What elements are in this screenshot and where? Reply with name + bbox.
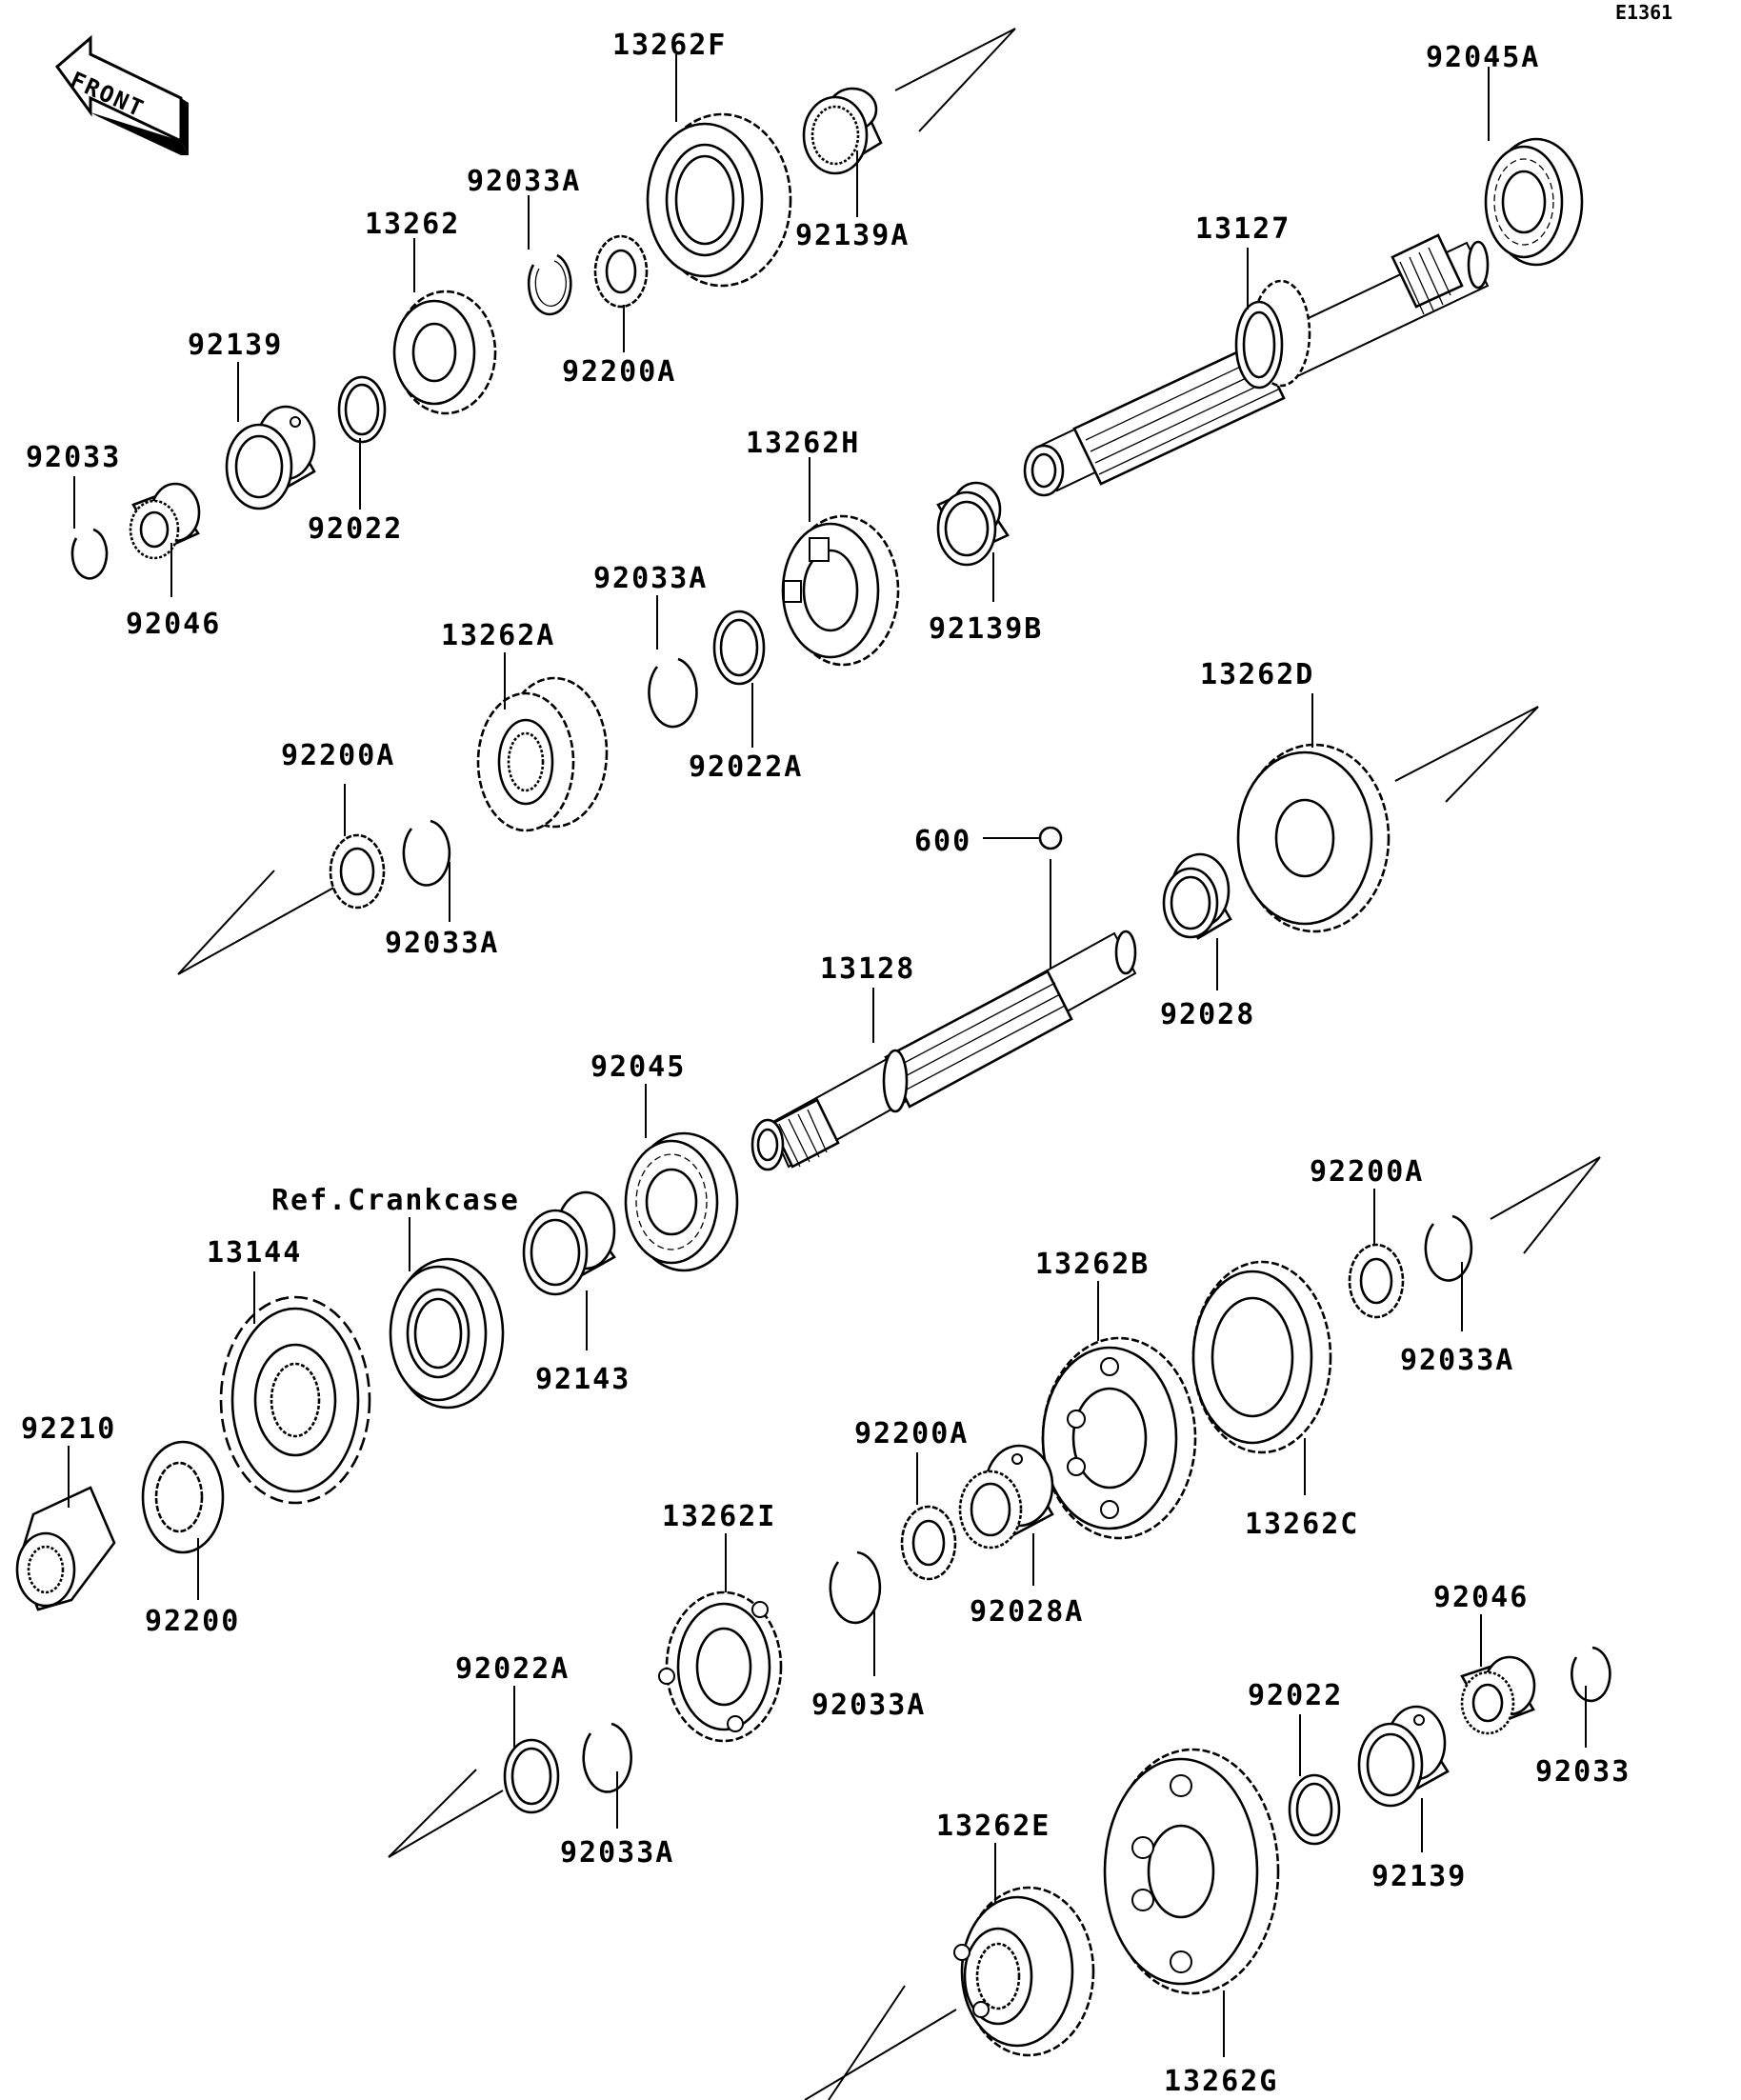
callout-labels: 13262F 92045A 92139A 92033A 13262 13127 … [21, 29, 1631, 2098]
callout-92139-2: 92139 [1371, 1860, 1467, 1893]
callout-92022-2: 92022 [1248, 1679, 1343, 1712]
diagram-code: E1361 [1615, 1, 1672, 24]
callout-92022: 92022 [308, 512, 403, 546]
front-arrow-icon: FRONT [54, 34, 189, 155]
mainshaft-13128 [750, 930, 1137, 1171]
callout-92045: 92045 [590, 1050, 686, 1084]
washer-92200A-lower [900, 1505, 957, 1581]
bearing-92045 [624, 1131, 739, 1272]
gear-13262A [476, 676, 609, 832]
circlip-92033A-right [1424, 1214, 1473, 1282]
bushing-92139A [802, 87, 883, 175]
countershaft-13127 [1023, 233, 1490, 497]
oil-seal-crankcase [389, 1257, 505, 1410]
callout-92210: 92210 [21, 1412, 116, 1446]
callout-13262C: 13262C [1245, 1508, 1359, 1541]
callout-92033A-6: 92033A [560, 1836, 674, 1870]
callout-600: 600 [914, 825, 971, 858]
callout-92200A-3: 92200A [1310, 1155, 1424, 1189]
callout-92200A-2: 92200A [281, 739, 395, 772]
callout-13262G: 13262G [1164, 2065, 1278, 2098]
callout-13262: 13262 [365, 208, 460, 241]
collar-92143 [522, 1190, 616, 1296]
callout-13262I: 13262I [662, 1500, 776, 1533]
washer-92200A-right [1348, 1243, 1405, 1319]
lock-washer-92200 [141, 1440, 225, 1554]
callout-92200A-1: 92200A [562, 355, 676, 389]
callout-92033A-5: 92033A [811, 1689, 926, 1722]
callout-92143: 92143 [535, 1363, 630, 1396]
gear-13262 [392, 290, 497, 415]
ball-600 [983, 826, 1063, 981]
gear-13262H [781, 514, 900, 667]
gear-13262B [1041, 1336, 1197, 1540]
callout-92033: 92033 [26, 441, 121, 474]
callout-92033A-2: 92033A [593, 562, 708, 595]
callout-92028A: 92028A [970, 1595, 1084, 1629]
callout-92046-2: 92046 [1433, 1581, 1529, 1614]
gear-13262C [1191, 1260, 1332, 1454]
needle-bearing-92046-lower [1460, 1655, 1536, 1735]
callout-92033A-1: 92033A [467, 165, 581, 198]
callout-ref-crankcase: Ref.Crankcase [271, 1184, 520, 1217]
axis-guides [177, 28, 1601, 2100]
callout-92022A-1: 92022A [689, 750, 803, 784]
callout-92046: 92046 [126, 608, 221, 641]
washer-92022A-lower [503, 1738, 560, 1814]
gear-13262G [1103, 1748, 1280, 1995]
circlip-92033A-left [402, 819, 451, 887]
callout-13127: 13127 [1195, 212, 1291, 246]
sprocket-13144 [219, 1295, 371, 1505]
circlip-92033-upper [70, 528, 109, 580]
circlip-92033A-lower-mid [829, 1550, 882, 1625]
gear-13262E [953, 1886, 1095, 2057]
callout-13262E: 13262E [936, 1810, 1051, 1843]
callout-13262B: 13262B [1035, 1248, 1150, 1281]
leader-lines [68, 54, 1587, 2057]
bushing-92028A [958, 1444, 1054, 1550]
callout-92139A: 92139A [795, 219, 910, 252]
callout-13262A: 13262A [441, 619, 555, 652]
washer-92200A-left [329, 833, 386, 910]
bushing-92139B [936, 481, 1010, 567]
callout-13262F: 13262F [612, 29, 727, 62]
callout-13144: 13144 [207, 1236, 302, 1270]
callout-92033-2: 92033 [1535, 1755, 1631, 1789]
washer-92022-upper [337, 375, 387, 444]
needle-bearing-92046-upper [129, 482, 201, 560]
gear-13262I [658, 1590, 783, 1743]
callout-13128: 13128 [820, 952, 915, 986]
callout-13262D: 13262D [1200, 658, 1314, 691]
bushing-92028 [1162, 852, 1232, 940]
washer-92022A-mid [712, 610, 766, 686]
circlip-92033-lower [1571, 1646, 1611, 1703]
callout-92200A-4: 92200A [854, 1417, 969, 1450]
callout-92033A-4: 92033A [1400, 1344, 1514, 1377]
gear-13262D [1236, 743, 1391, 933]
callout-92022A-2: 92022A [455, 1652, 570, 1686]
gear-13262F [646, 112, 792, 288]
nut-92210 [15, 1486, 116, 1611]
callout-92045A: 92045A [1426, 41, 1540, 74]
bushing-92139-lower [1357, 1705, 1450, 1808]
callout-92139: 92139 [188, 329, 283, 362]
callout-92139B: 92139B [929, 612, 1043, 646]
callout-92028: 92028 [1160, 998, 1255, 1031]
circlip-92033A-lower-left [582, 1722, 632, 1793]
circlip-92033A-upper [527, 253, 572, 316]
circlip-92033A-mid [648, 657, 698, 729]
callout-92033A-3: 92033A [385, 927, 499, 960]
bearing-92045A [1484, 137, 1584, 267]
callout-92200: 92200 [145, 1605, 240, 1638]
washer-92200A-upper [593, 234, 649, 309]
washer-92022-lower [1288, 1773, 1341, 1846]
callout-13262H: 13262H [746, 427, 860, 460]
bushing-92139-upper [225, 405, 316, 510]
